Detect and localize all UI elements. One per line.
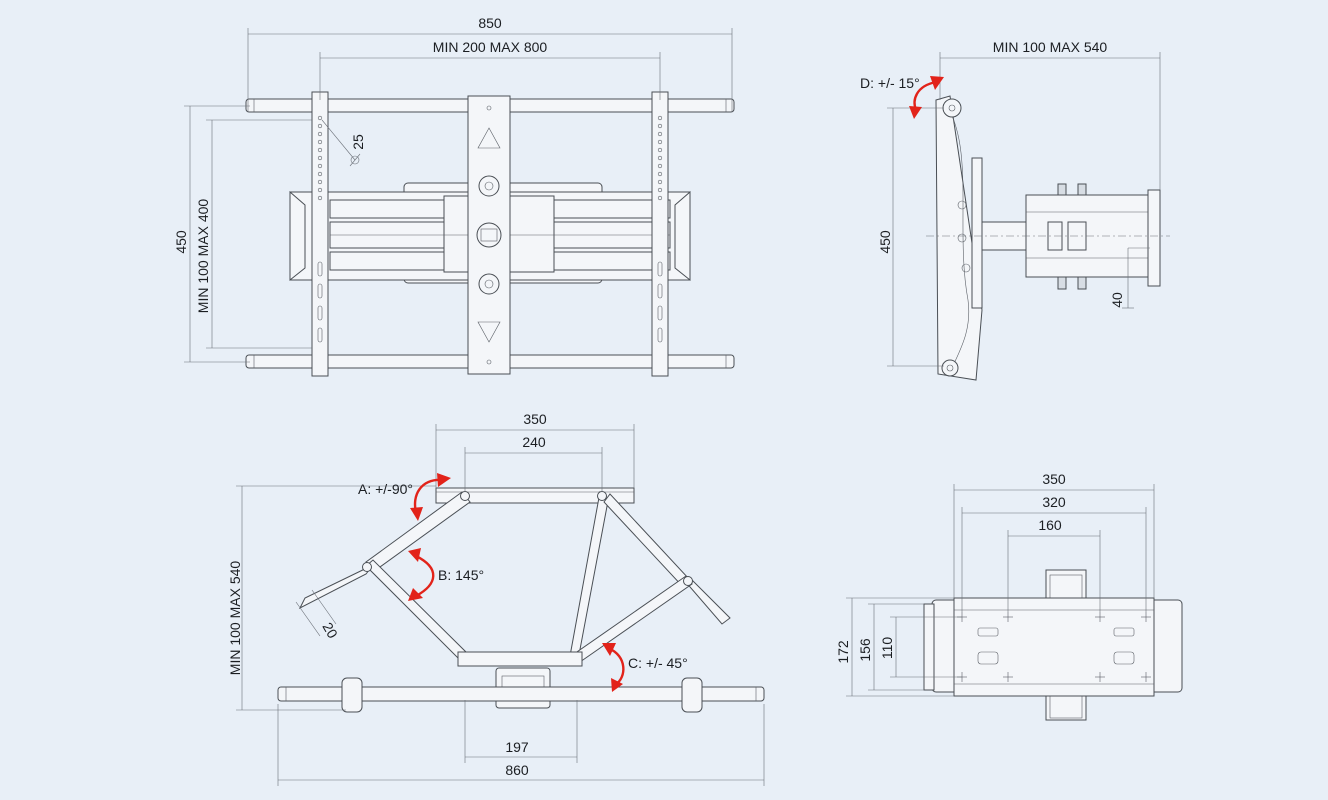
bracket-hole (657, 179, 663, 185)
rotation-a-label: A: +/-90° (358, 481, 413, 497)
bracket-hole (657, 139, 663, 145)
bracket-hole (657, 171, 663, 177)
dim-side-height-label: 450 (877, 230, 893, 254)
dim-vesa-horizontal-label: MIN 200 MAX 800 (433, 39, 548, 55)
side-view: MIN 100 MAX 540 450 40 D: +/- 15° (860, 39, 1170, 381)
bracket-slot (317, 305, 323, 321)
bottom-rail (277, 686, 765, 702)
bracket-hole (317, 195, 323, 201)
dim-top-extension-label: MIN 100 MAX 540 (227, 561, 243, 676)
bracket-hole (657, 115, 663, 121)
dim-top-width-label: 860 (505, 762, 529, 778)
front-view: 850 MIN 200 MAX 800 450 MIN 100 MAX 400 … (173, 15, 735, 377)
bracket-hole (657, 195, 663, 201)
right-bracket (651, 91, 669, 377)
dim-450-label: 450 (173, 230, 189, 254)
bracket-hole (317, 115, 323, 121)
dim-holes-label: 240 (522, 434, 546, 450)
bracket-hole (657, 155, 663, 161)
bracket-hole (317, 147, 323, 153)
bracket-slot (317, 283, 323, 299)
rotation-b-arrow-icon (415, 554, 435, 598)
bracket-hole (657, 187, 663, 193)
dim-wall-h2-label: 156 (857, 638, 873, 662)
bracket-hole (657, 163, 663, 169)
dim-wall-holes-label: 320 (1042, 494, 1066, 510)
dim-vesa-vertical-label: MIN 100 MAX 400 (195, 199, 211, 314)
bracket-hole (657, 147, 663, 153)
rotation-c-label: C: +/- 45° (628, 655, 688, 671)
tilt-label: D: +/- 15° (860, 75, 920, 91)
bracket-hole (317, 179, 323, 185)
dim-extension-label: MIN 100 MAX 540 (993, 39, 1108, 55)
dim-wall-width-label: 350 (1042, 471, 1066, 487)
bracket-slot (317, 327, 323, 343)
dim-arm-label: 20 (319, 620, 341, 642)
bracket-slot (657, 327, 663, 343)
bracket-slot (657, 305, 663, 321)
bracket-slot (657, 261, 663, 277)
bracket-hole (317, 187, 323, 193)
bracket-hole (317, 155, 323, 161)
bracket-slot (657, 283, 663, 299)
wall-plate-view: 350 320 160 172 156 110 (835, 471, 1183, 721)
bracket-hole (317, 163, 323, 169)
dim-hole-label: 25 (350, 134, 366, 150)
bracket-hole (657, 123, 663, 129)
tilt-plate (935, 95, 983, 381)
top-view: 350 240 MIN 100 MAX 540 20 197 860 A: +/… (227, 411, 765, 786)
dim-bracket-label: 197 (505, 739, 529, 755)
bracket-hole (317, 171, 323, 177)
bracket-hole (317, 123, 323, 129)
dim-850-label: 850 (478, 15, 502, 31)
wall-plate (953, 597, 1155, 697)
dim-wall-center-label: 160 (1038, 517, 1062, 533)
dim-depth-label: 40 (1109, 292, 1125, 308)
dim-wall-h1-label: 172 (835, 640, 851, 664)
bracket-slot (317, 261, 323, 277)
dim-wall-h3-label: 110 (879, 637, 895, 660)
left-bracket (311, 91, 329, 377)
dim-plate-label: 350 (523, 411, 547, 427)
bracket-hole (657, 131, 663, 137)
bracket-hole (317, 131, 323, 137)
rotation-b-label: B: 145° (438, 567, 484, 583)
bracket-hole (317, 139, 323, 145)
